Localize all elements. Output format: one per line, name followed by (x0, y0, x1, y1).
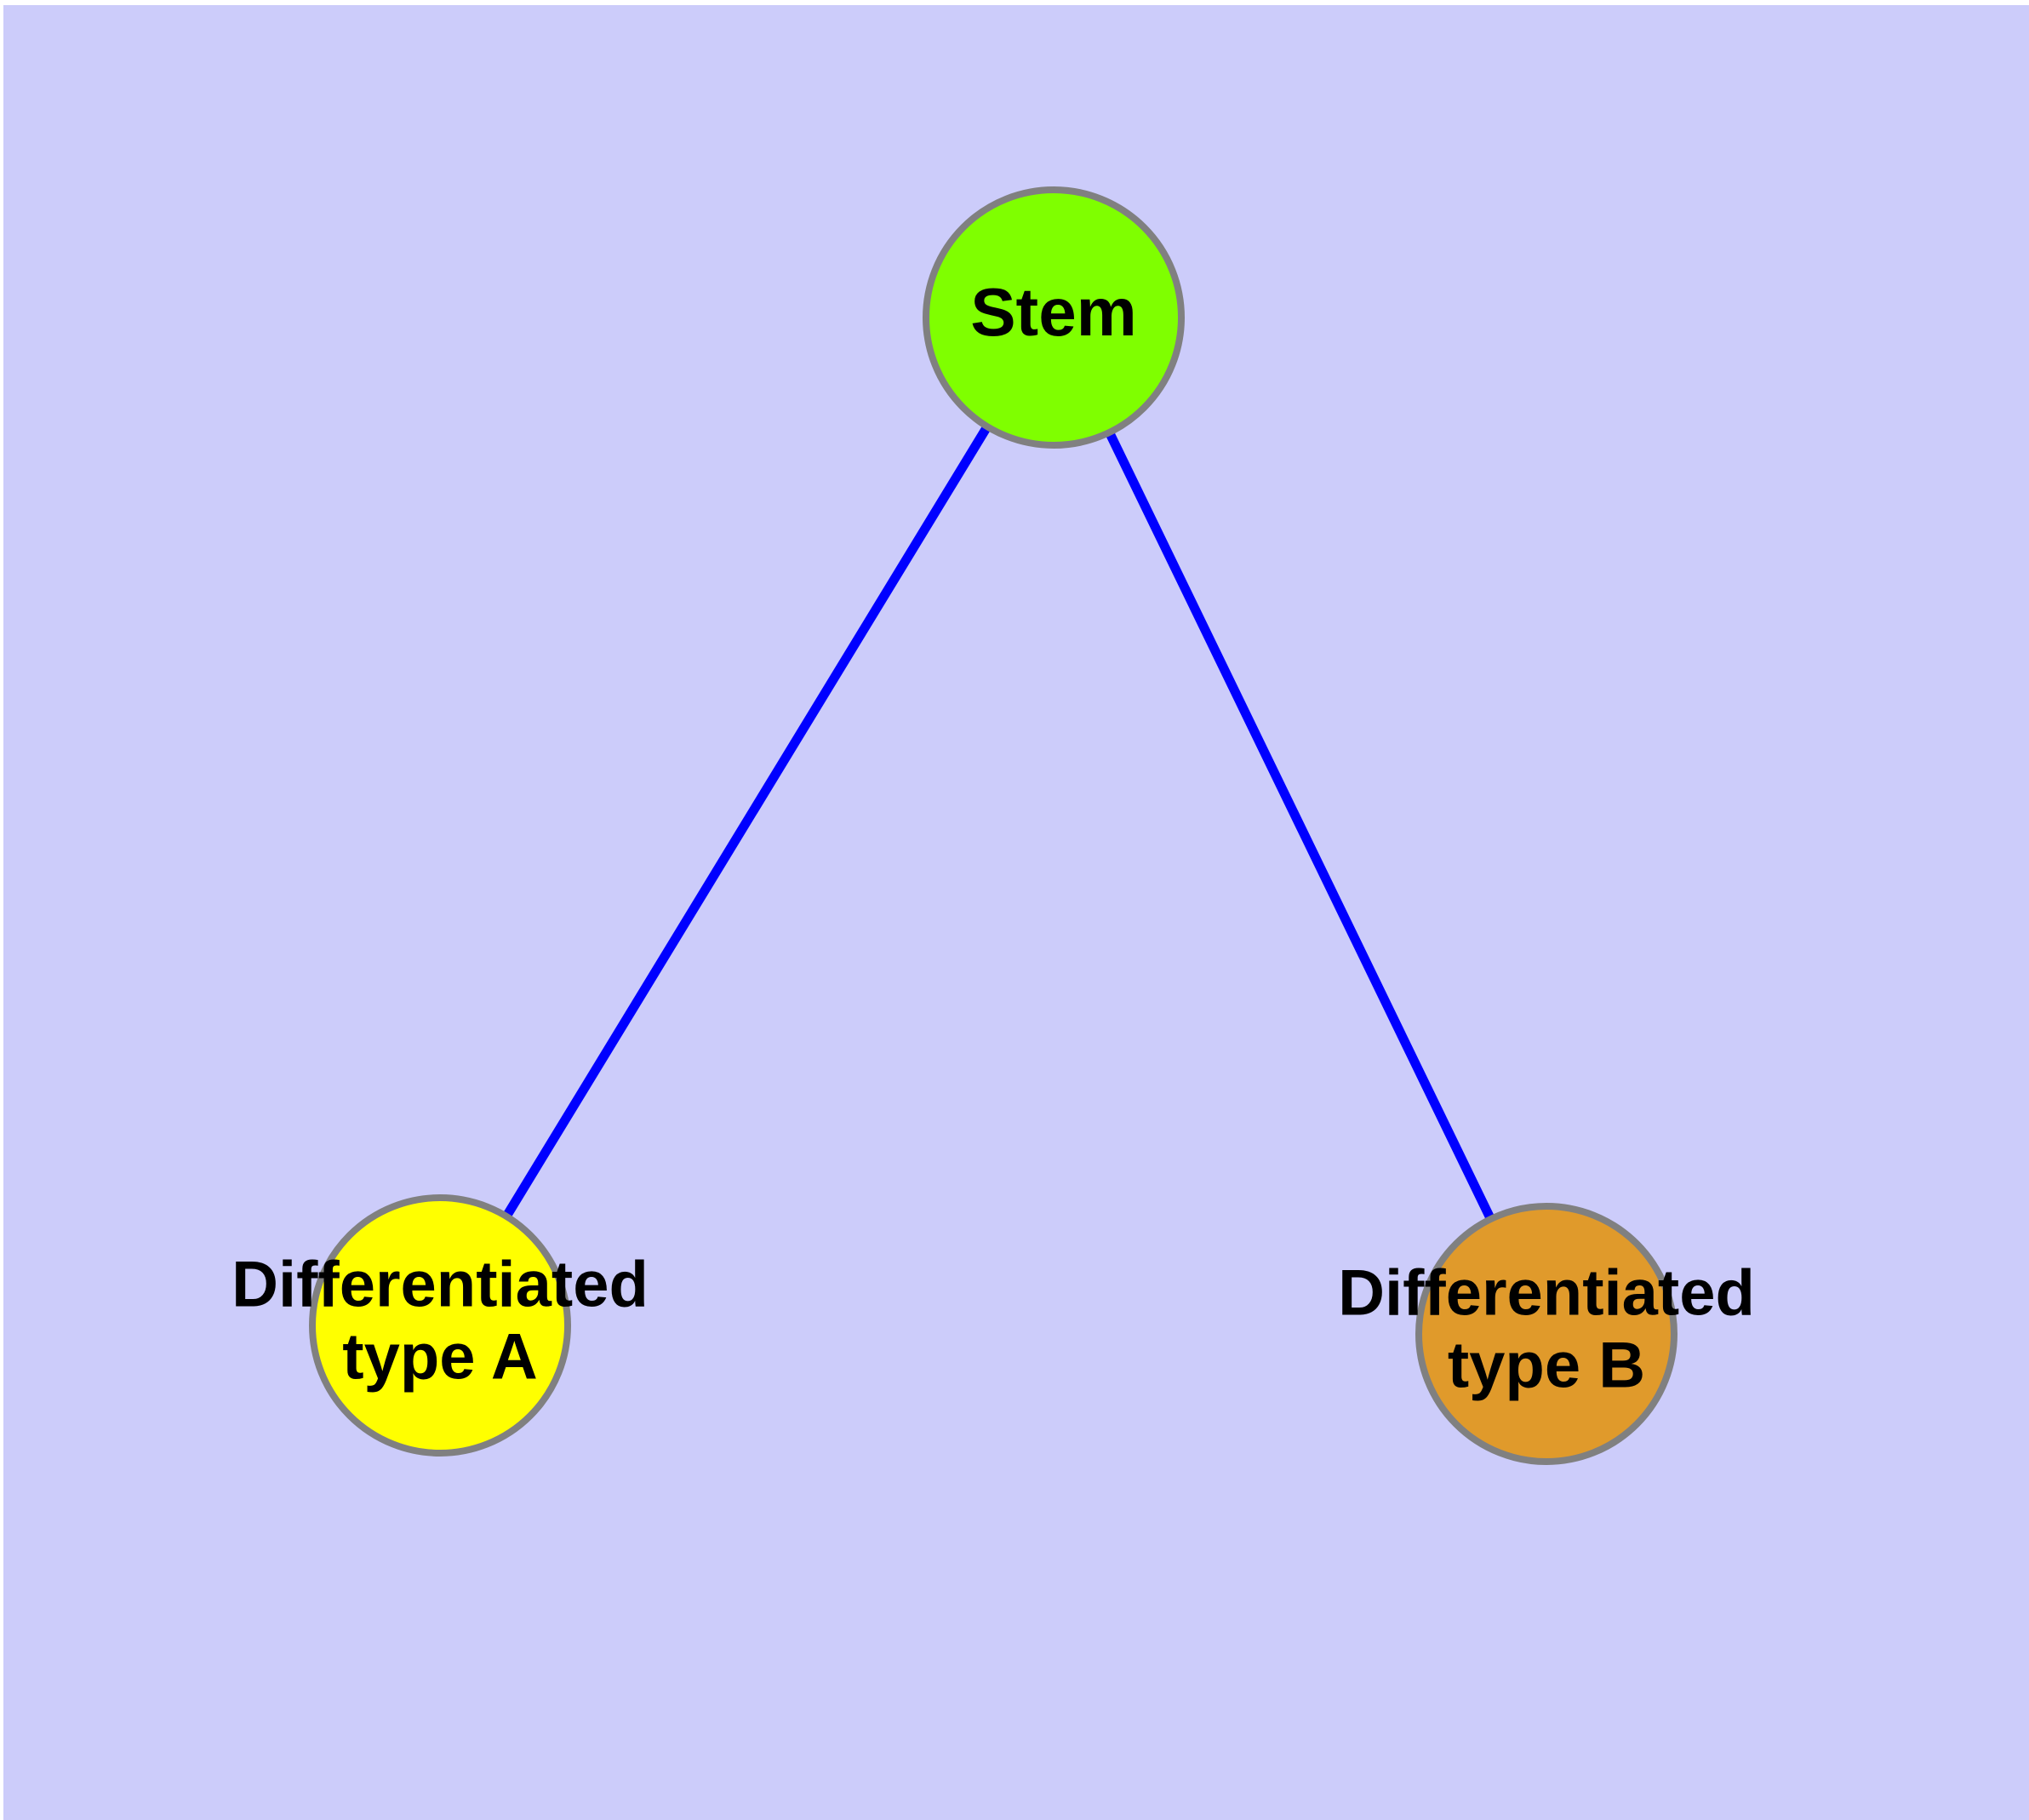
node-differentiated-type-a[interactable]: Differentiated type A (231, 1194, 649, 1457)
differentiated-type-b-label-line2: type B (1448, 1330, 1645, 1402)
differentiated-type-a-label-line1: Differentiated (231, 1249, 649, 1321)
node-differentiated-type-b[interactable]: Differentiated type B (1338, 1203, 1755, 1465)
edge-stem-to-differentiated-type-a[interactable] (501, 422, 992, 1221)
differentiated-type-a-node-circle[interactable] (309, 1194, 571, 1457)
edge-stem-to-differentiated-type-b[interactable] (1104, 428, 1496, 1223)
stem-node-circle[interactable] (923, 186, 1185, 449)
node-stem[interactable]: Stem (923, 186, 1185, 449)
stem-node-label: Stem (970, 274, 1137, 350)
nodes-group: Stem Differentiated type A Differentiate… (231, 186, 1755, 1465)
differentiated-type-a-label-line2: type A (342, 1321, 537, 1394)
differentiated-type-b-node-circle[interactable] (1415, 1203, 1677, 1465)
differentiated-type-b-label-line1: Differentiated (1338, 1257, 1755, 1330)
edges-group (501, 422, 1496, 1223)
